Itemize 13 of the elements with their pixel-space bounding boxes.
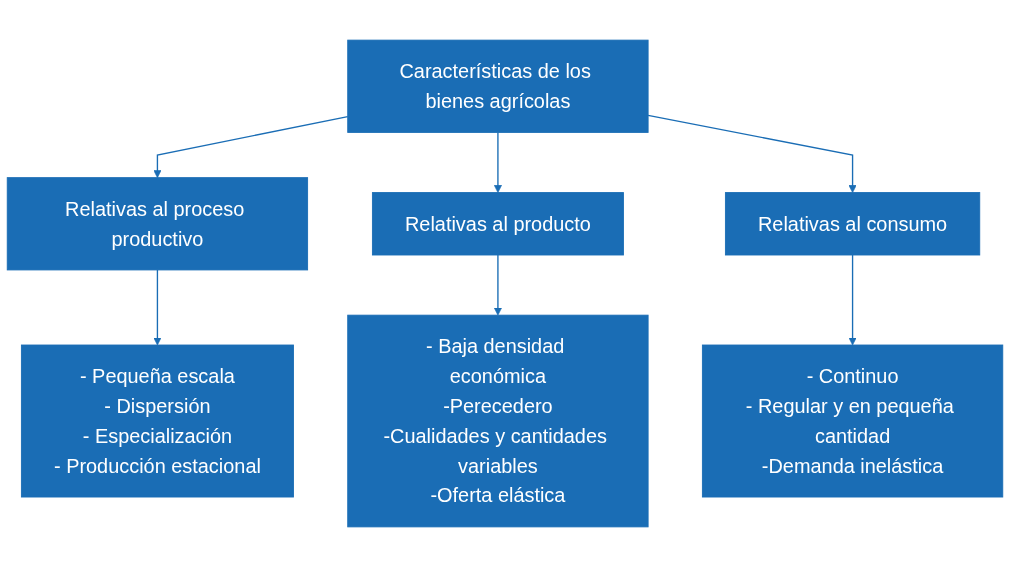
arrow (647, 114, 857, 193)
arrow (153, 269, 162, 346)
node-box: - Continuo - Regular y en pequeña cantidad -Demanda inelástica (701, 344, 1004, 498)
node-box: - Baja densidad económica -Perecedero -Cualidades y cantidades variables -Oferta elástica (347, 314, 649, 528)
arrow (153, 115, 349, 178)
node-box: Relativas al producto (371, 192, 624, 256)
node-box: Características de los bienes agrícolas (347, 39, 649, 133)
arrow (848, 254, 857, 346)
node-box: - Pequeña escala - Dispersión - Especialización - Producción estacional (20, 344, 294, 498)
arrow (493, 131, 502, 193)
arrow (493, 254, 502, 316)
node-box: Relativas al consumo (724, 192, 981, 256)
node-box: Relativas al proceso productivo (6, 177, 309, 271)
